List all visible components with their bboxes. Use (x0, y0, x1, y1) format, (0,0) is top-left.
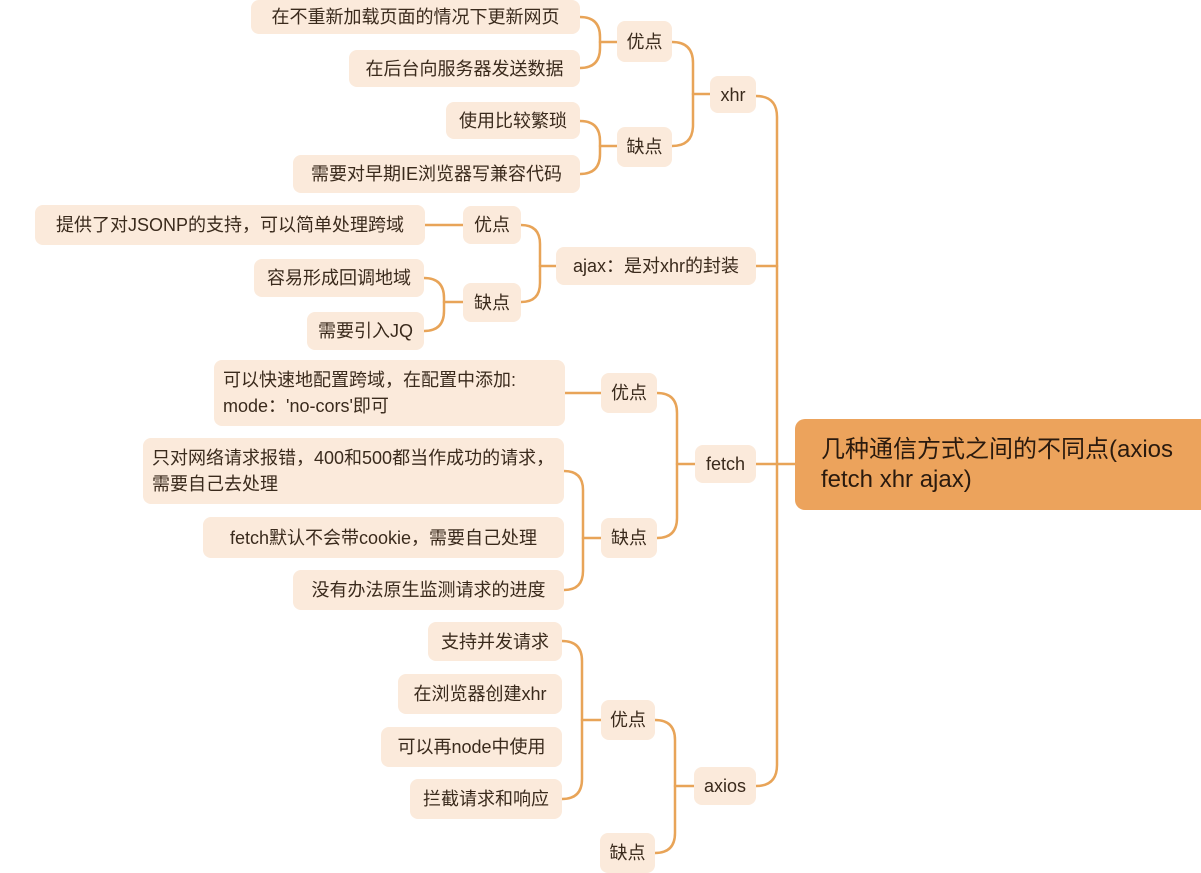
ajax-pros-node[interactable]: 优点 (463, 206, 521, 244)
xhr-cons-node[interactable]: 缺点 (617, 127, 672, 167)
fetch-pros-label: 优点 (611, 383, 647, 403)
branch-fetch-label: fetch (705, 454, 746, 474)
fetch-con-item-text: 只对网络请求报错，400和500都当作成功的请求，需要自己去处理 (152, 448, 555, 494)
fetch-con-item-text: 没有办法原生监测请求的进度 (311, 580, 546, 600)
xhr-pro-item-text: 在后台向服务器发送数据 (365, 58, 564, 79)
xhr-con-item[interactable]: 需要对早期IE浏览器写兼容代码 (293, 155, 580, 193)
branch-ajax-label: ajax：是对xhr的封装 (572, 256, 740, 276)
ajax-cons-label: 缺点 (474, 292, 510, 313)
branch-axios[interactable]: axios (694, 767, 756, 805)
ajax-cons-node[interactable]: 缺点 (463, 283, 521, 322)
fetch-con-item[interactable]: 没有办法原生监测请求的进度 (293, 570, 564, 610)
axios-pro-item[interactable]: 拦截请求和响应 (410, 779, 562, 819)
fetch-cons-node[interactable]: 缺点 (601, 518, 657, 558)
fetch-pros-node[interactable]: 优点 (601, 373, 657, 413)
axios-pro-item-text: 支持并发请求 (441, 631, 549, 652)
axios-pros-node[interactable]: 优点 (601, 700, 655, 740)
xhr-con-item[interactable]: 使用比较繁琐 (446, 102, 580, 139)
xhr-pro-item-text: 在不重新加载页面的情况下更新网页 (271, 7, 560, 27)
xhr-pro-item[interactable]: 在不重新加载页面的情况下更新网页 (251, 0, 580, 34)
axios-pro-item-text: 在浏览器创建xhr (413, 684, 547, 704)
ajax-pro-item[interactable]: 提供了对JSONP的支持，可以简单处理跨域 (35, 205, 425, 245)
ajax-pro-item-text: 提供了对JSONP的支持，可以简单处理跨域 (55, 215, 404, 235)
xhr-cons-label: 缺点 (626, 137, 663, 157)
axios-pro-item-text: 拦截请求和响应 (423, 789, 549, 809)
branch-xhr-label: xhr (720, 84, 746, 105)
ajax-con-item[interactable]: 容易形成回调地域 (254, 259, 424, 297)
xhr-pros-label: 优点 (626, 31, 663, 52)
axios-pro-item[interactable]: 支持并发请求 (428, 622, 562, 661)
fetch-con-item[interactable]: 只对网络请求报错，400和500都当作成功的请求，需要自己去处理 (143, 438, 564, 504)
xhr-con-item-text: 需要对早期IE浏览器写兼容代码 (310, 164, 562, 184)
ajax-con-item-text: 需要引入JQ (317, 321, 413, 341)
branch-xhr[interactable]: xhr (710, 76, 756, 113)
root-topic-label: 几种通信方式之间的不同点(axios fetch xhr ajax) (821, 435, 1174, 493)
fetch-con-item-text: fetch默认不会带cookie，需要自己处理 (229, 527, 538, 548)
branch-axios-label: axios (703, 776, 747, 796)
axios-pro-item-text: 可以再node中使用 (397, 737, 546, 757)
ajax-pros-label: 优点 (474, 215, 510, 235)
xhr-pro-item[interactable]: 在后台向服务器发送数据 (349, 50, 580, 87)
xhr-con-item-text: 使用比较繁琐 (459, 110, 567, 131)
fetch-pro-item[interactable]: 可以快速地配置跨域，在配置中添加: mode：'no-cors'即可 (214, 360, 565, 426)
root-topic[interactable]: 几种通信方式之间的不同点(axios fetch xhr ajax) (795, 419, 1201, 510)
axios-pro-item[interactable]: 在浏览器创建xhr (398, 674, 562, 714)
fetch-con-item[interactable]: fetch默认不会带cookie，需要自己处理 (203, 517, 564, 558)
axios-pro-item[interactable]: 可以再node中使用 (381, 727, 562, 767)
axios-pros-label: 优点 (610, 710, 646, 730)
axios-cons-node[interactable]: 缺点 (600, 833, 655, 873)
fetch-cons-label: 缺点 (611, 528, 647, 548)
axios-cons-label: 缺点 (609, 843, 646, 863)
branch-fetch[interactable]: fetch (695, 445, 756, 483)
xhr-pros-node[interactable]: 优点 (617, 21, 672, 62)
ajax-con-item[interactable]: 需要引入JQ (307, 312, 424, 350)
fetch-pro-item-text: 可以快速地配置跨域，在配置中添加: mode：'no-cors'即可 (223, 370, 516, 416)
branch-ajax[interactable]: ajax：是对xhr的封装 (556, 247, 756, 285)
ajax-con-item-text: 容易形成回调地域 (267, 268, 411, 288)
